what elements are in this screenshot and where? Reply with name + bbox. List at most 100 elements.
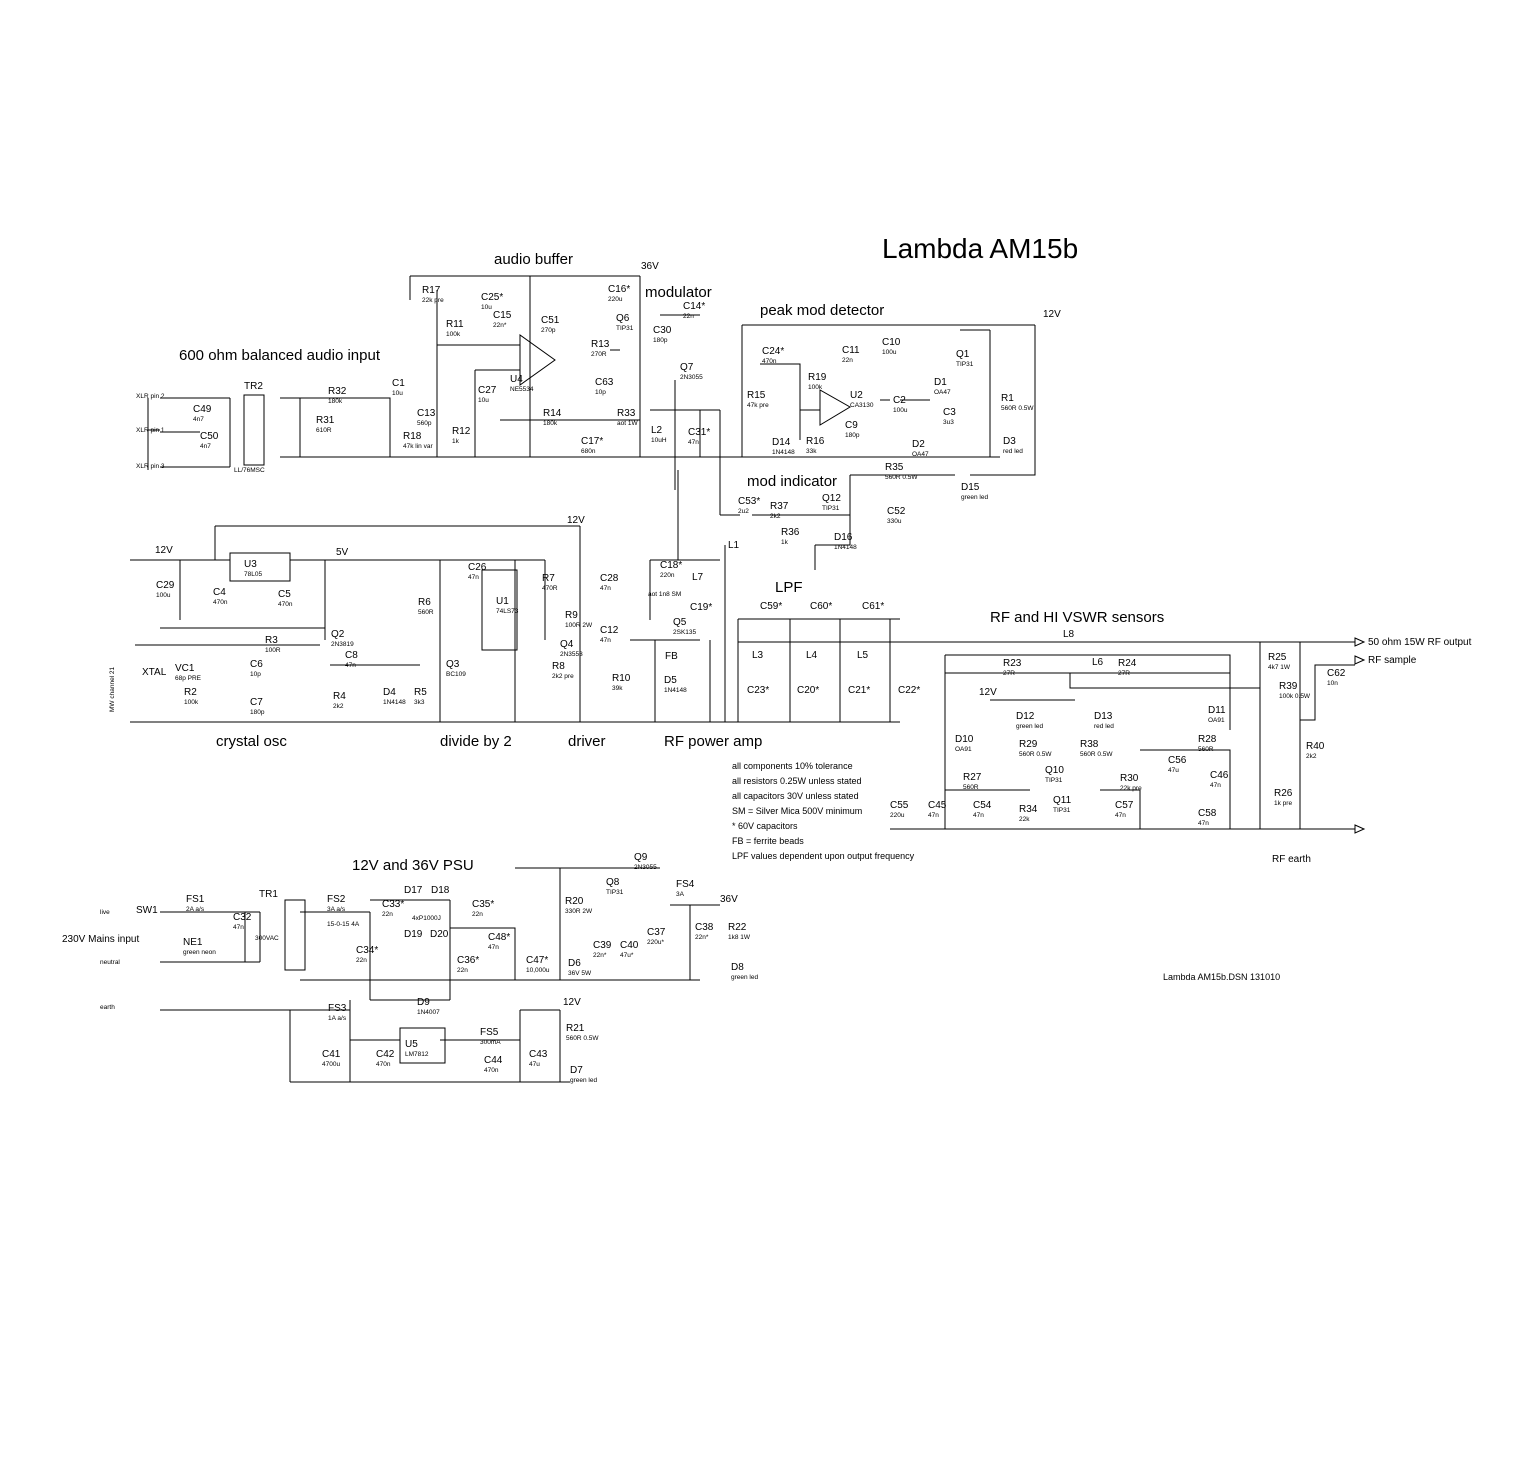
component-ref-r34: R34: [1019, 804, 1038, 815]
component-ref-c58: C58: [1198, 808, 1217, 819]
component-ref-c7: C7: [250, 697, 263, 708]
net-label-tr1sec: 15-0-15 4A: [327, 921, 360, 928]
component-ref-c48: C48*: [488, 932, 511, 943]
component-value-d3: red led: [1003, 448, 1023, 455]
component-ref-r3: R3: [265, 635, 278, 646]
wire: [160, 397, 231, 468]
transformer-tr2: [243, 394, 265, 466]
component-value-c35: 22n: [472, 911, 483, 918]
wire: [760, 329, 991, 457]
component-value-r37: 2k2: [770, 513, 781, 520]
component-value-q7: 2N3055: [680, 374, 703, 381]
net-label-v12-psu: 12V: [563, 997, 581, 1008]
component-ref-r1: R1: [1001, 393, 1014, 404]
wire: [815, 325, 1036, 546]
component-value-d11: OA91: [1208, 717, 1225, 724]
opamp-u2: [819, 389, 851, 426]
net-label-pkg: 4xP1000J: [412, 915, 441, 922]
component-value-c18: 220n: [660, 572, 675, 579]
component-value-c52: 330u: [887, 518, 902, 525]
component-ref-r9: R9: [565, 610, 578, 621]
component-ref-r39: R39: [1279, 681, 1298, 692]
component-value-c38: 22n*: [695, 934, 709, 941]
net-label-mw: MW channel 21: [109, 666, 116, 712]
component-ref-c41: C41: [322, 1049, 341, 1060]
net-label-v12-peak: 12V: [1043, 309, 1061, 320]
component-ref-c13: C13: [417, 408, 436, 419]
component-ref-c5: C5: [278, 589, 291, 600]
section-title-modulator: modulator: [645, 284, 712, 301]
component-value-l2: 10uH: [651, 437, 667, 444]
component-ref-c51: C51: [541, 315, 560, 326]
component-ref-c62: C62: [1327, 668, 1346, 679]
component-ref-u1: U1: [496, 596, 509, 607]
component-ref-r28: R28: [1198, 734, 1217, 745]
component-ref-l6: L6: [1092, 657, 1104, 668]
wire: [752, 514, 850, 570]
component-value-r25: 4k7 1W: [1268, 664, 1291, 671]
section-title-divide: divide by 2: [440, 733, 512, 750]
component-ref-r13: R13: [591, 339, 610, 350]
component-value-d4: 1N4148: [383, 699, 406, 706]
component-ref-r21: R21: [566, 1023, 585, 1034]
component-value-r30: 22k pre: [1120, 785, 1142, 792]
component-value-d9: 1N4007: [417, 1009, 440, 1016]
component-ref-u4: U4: [510, 374, 523, 385]
component-value-u1: 74LS73: [496, 608, 519, 615]
component-value-r8: 2k2 pre: [552, 673, 574, 680]
component-value-d5: 1N4148: [664, 687, 687, 694]
section-title-mod-indicator: mod indicator: [747, 473, 838, 490]
component-ref-r18: R18: [403, 431, 422, 442]
component-value-r16: 33k: [806, 448, 817, 455]
component-ref-c12: C12: [600, 625, 619, 636]
component-value-r5: 3k3: [414, 699, 425, 706]
component-value-q6: TIP31: [616, 325, 634, 332]
component-value-c51: 270p: [541, 327, 556, 334]
component-ref-c32: C32: [233, 912, 252, 923]
component-ref-r14: R14: [543, 408, 562, 419]
net-label-rf-out: 50 ohm 15W RF output: [1368, 637, 1472, 648]
net-label-fb: FB: [665, 651, 678, 662]
component-ref-c39: C39: [593, 940, 612, 951]
component-ref-d1: D1: [934, 377, 947, 388]
component-ref-r36: R36: [781, 527, 800, 538]
component-value-q12: TIP31: [822, 505, 840, 512]
component-value-c40: 47u*: [620, 952, 634, 959]
component-ref-c1: C1: [392, 378, 405, 389]
component-ref-r2: R2: [184, 687, 197, 698]
component-value-d2: OA47: [912, 451, 929, 458]
wire: [719, 324, 1035, 516]
component-ref-r20: R20: [565, 896, 584, 907]
component-ref-c22: C22*: [898, 685, 921, 696]
opamp-u4: [519, 334, 556, 386]
net-label-v12-div: 12V: [567, 515, 585, 526]
component-ref-c38: C38: [695, 922, 714, 933]
component-ref-d10: D10: [955, 734, 974, 745]
wire: [160, 904, 720, 1082]
component-value-c48: 47n: [488, 944, 499, 951]
component-ref-r19: R19: [808, 372, 827, 383]
component-value-r7: 470R: [542, 585, 558, 592]
wire: [160, 911, 261, 963]
component-ref-r10: R10: [612, 673, 631, 684]
component-ref-r25: R25: [1268, 652, 1287, 663]
component-ref-r38: R38: [1080, 739, 1099, 750]
wire: [300, 867, 700, 981]
component-ref-q1: Q1: [956, 349, 970, 360]
component-value-c30: 180p: [653, 337, 668, 344]
component-value-d14: 1N4148: [772, 449, 795, 456]
component-value-c43: 47u: [529, 1061, 540, 1068]
note-line: all components 10% tolerance: [732, 761, 853, 771]
component-ref-c10: C10: [882, 337, 901, 348]
section-title-audio-buffer: audio buffer: [494, 251, 573, 268]
wire: [147, 398, 160, 470]
component-ref-c54: C54: [973, 800, 992, 811]
component-ref-r6: R6: [418, 597, 431, 608]
component-value-c24: 470n: [762, 358, 777, 365]
component-ref-l2: L2: [651, 425, 663, 436]
component-ref-c27: C27: [478, 385, 497, 396]
component-ref-c42: C42: [376, 1049, 395, 1060]
component-value-q8: TIP31: [606, 889, 624, 896]
component-ref-d9: D9: [417, 997, 430, 1008]
